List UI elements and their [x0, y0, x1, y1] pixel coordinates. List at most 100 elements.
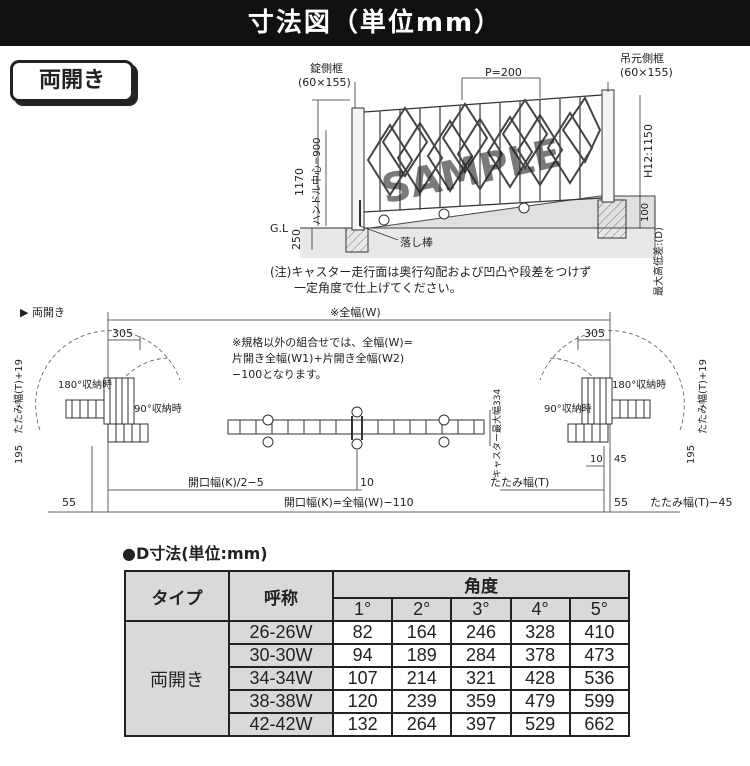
hinge-frame-label: 吊元側框 [620, 52, 664, 65]
hinge-frame-size: (60×155) [620, 66, 673, 79]
stow-180-left: 180°収納時 [58, 378, 112, 391]
extended-gate [227, 416, 485, 440]
dim-305-left: 305 [112, 327, 133, 340]
spec-note-3: −100となります。 [232, 368, 327, 381]
value-cell: 599 [568, 689, 631, 714]
d-dimension-table: タイプ 呼称 角度 1° 2° 3° 4° 5° 両開き 26-26W 82 1… [124, 570, 631, 737]
stow-180-right: 180°収納時 [612, 378, 666, 391]
value-cell: 397 [450, 712, 512, 737]
dim-55-left: 55 [62, 496, 76, 509]
depth-250: 250 [290, 229, 303, 250]
dim-195-right: 195 [686, 445, 697, 464]
table-row: 両開き 26-26W 82 164 246 328 410 [124, 620, 631, 737]
value-cell: 479 [509, 689, 571, 714]
value-cell: 529 [509, 712, 571, 737]
plan-section-label: ▶ 両開き [20, 306, 65, 319]
value-cell: 359 [450, 689, 512, 714]
value-cell: 284 [450, 643, 512, 668]
note-line-1: (注)キャスター走行面は奥行勾配および凹凸や段差をつけず [270, 264, 591, 279]
folded-t-minus: たたみ幅(T)−45 [650, 496, 733, 509]
stow-90-right: 90°収納時 [544, 402, 592, 415]
caster-max-label: キャスター最大幅334 [491, 389, 503, 478]
table-row: 34-34W 107 214 321 428 536 [125, 666, 631, 691]
angle-header: 3° [450, 597, 512, 622]
drop-rod-label: 落し棒 [400, 235, 433, 249]
folded-width-t19-right: たたみ幅(T)+19 [696, 359, 709, 434]
table-row: 42-42W 132 264 397 529 662 [125, 712, 631, 737]
spec-note-2: 片開き全幅(W1)+片開き全幅(W2) [232, 351, 404, 365]
value-cell: 321 [450, 666, 512, 691]
stow-90-left: 90°収納時 [134, 402, 182, 415]
value-cell: 239 [391, 689, 453, 714]
value-cell: 428 [509, 666, 571, 691]
note-line-2: 一定角度で仕上げてください。 [294, 280, 462, 295]
value-cell: 82 [331, 620, 394, 645]
total-width-label: ※全幅(W) [330, 305, 381, 319]
type-cell: 両開き [124, 620, 230, 737]
caster-icon [378, 214, 390, 226]
value-cell: 132 [331, 712, 394, 737]
gate-lattice [366, 95, 602, 197]
dim-305-right: 305 [584, 327, 605, 340]
caster-icons [262, 406, 450, 450]
dim-10-right: 10 [590, 454, 603, 465]
table-row: 30-30W 94 189 284 378 473 [125, 643, 631, 668]
value-cell: 473 [568, 643, 631, 668]
angle-header: 1° [331, 597, 394, 622]
dim-195-left: 195 [14, 445, 25, 464]
swing-arc-left [35, 330, 181, 431]
value-cell: 536 [568, 666, 631, 691]
value-cell: 189 [391, 643, 453, 668]
value-cell: 328 [509, 620, 571, 645]
value-cell: 264 [391, 712, 453, 737]
angle-header: 2° [391, 597, 453, 622]
name-cell: 26-26W [228, 620, 334, 645]
height-1170: 1170 [293, 168, 306, 196]
value-cell: 107 [331, 666, 394, 691]
value-cell: 164 [391, 620, 453, 645]
value-cell: 94 [331, 643, 394, 668]
page-header: 寸法図（単位mm） [0, 0, 750, 46]
value-cell: 120 [331, 689, 394, 714]
folded-gate-right [567, 377, 651, 443]
name-cell: 34-34W [228, 666, 334, 691]
folded-width-t19-left: たたみ幅(T)+19 [12, 359, 25, 434]
folded-t-label: たたみ幅(T) [490, 476, 549, 489]
handle-center-label: ハンドル中心=900 [310, 138, 323, 225]
spec-note-1: ※規格以外の組合せでは、全幅(W)= [232, 335, 413, 349]
lock-frame-label: 錠側框 [310, 61, 343, 75]
col-name-header: 呼称 [228, 570, 334, 622]
value-cell: 378 [509, 643, 571, 668]
table-row: 38-38W 120 239 359 479 599 [125, 689, 631, 714]
caster-icon [438, 208, 450, 220]
dim-100: 100 [640, 203, 651, 222]
col-angle-header: 角度 [332, 570, 630, 599]
swing-arc-right [539, 330, 685, 431]
d-table-title: ●D寸法(単位:mm) [122, 544, 268, 563]
dim-10: 10 [360, 476, 374, 489]
foundation-right [597, 199, 627, 239]
angle-header: 5° [568, 597, 631, 622]
lock-frame-size: (60×155) [298, 76, 351, 89]
type-badge: 両開き [10, 60, 134, 102]
angle-header: 4° [509, 597, 571, 622]
col-type-header: タイプ [124, 570, 230, 622]
name-cell: 30-30W [228, 643, 334, 668]
folded-gate-left [65, 377, 149, 443]
name-cell: 42-42W [228, 712, 334, 737]
dim-55-right: 55 [614, 496, 628, 509]
h-label: H12:1150 [642, 124, 655, 178]
value-cell: 410 [568, 620, 631, 645]
value-cell: 246 [450, 620, 512, 645]
value-cell: 214 [391, 666, 453, 691]
dim-45: 45 [614, 454, 627, 465]
caster-icon [518, 202, 530, 214]
gl-label: G.L [270, 222, 289, 235]
pitch-label: P=200 [485, 66, 522, 79]
lock-post [351, 107, 365, 231]
name-cell: 38-38W [228, 689, 334, 714]
opening-half-label: 開口幅(K)/2−5 [188, 476, 264, 489]
opening-formula: 開口幅(K)=全幅(W)−110 [284, 495, 414, 509]
